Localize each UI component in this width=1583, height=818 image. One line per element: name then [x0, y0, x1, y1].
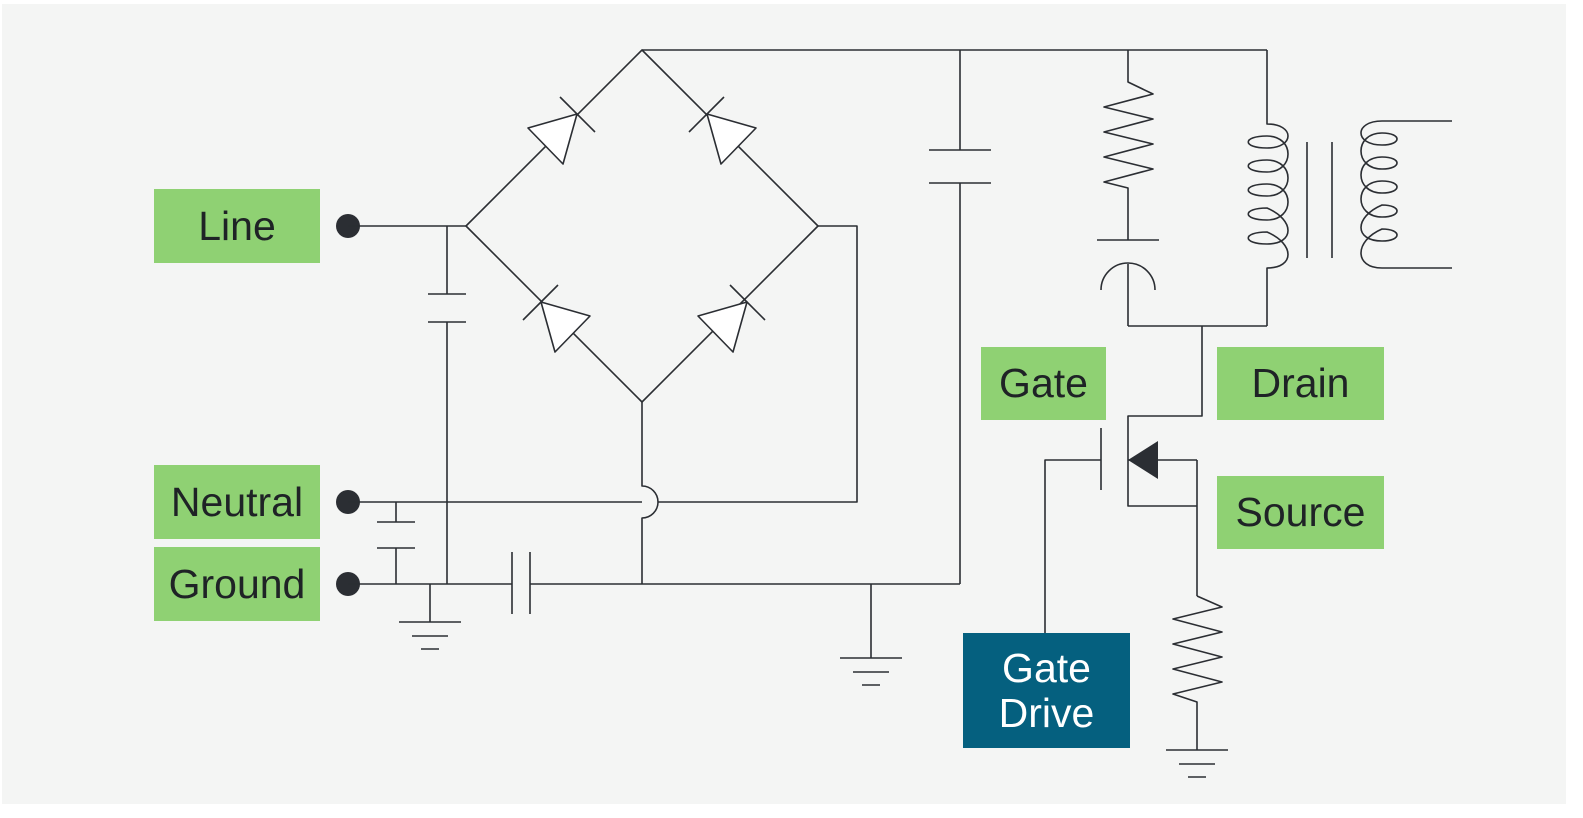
x-capacitor [428, 226, 466, 584]
ground-symbol-center [840, 584, 902, 686]
transformer-primary [1247, 50, 1289, 326]
bridge-diode-bottom-left [522, 284, 591, 353]
neutral-crossover-hop [641, 402, 659, 584]
bulk-capacitor [929, 50, 991, 584]
gate-label-text: Gate [999, 360, 1088, 407]
drain-label-text: Drain [1251, 360, 1350, 407]
source-label: Source [1217, 476, 1384, 549]
bridge-rectifier [465, 49, 819, 403]
ground-label-text: Ground [168, 560, 306, 607]
gate-drive-label: Gate Drive [963, 633, 1130, 748]
neutral-label-text: Neutral [170, 478, 304, 525]
drain-node-wire [1127, 325, 1267, 507]
mosfet-gate-lead [1044, 459, 1101, 634]
mosfet-body-arrow [1128, 441, 1158, 479]
drain-label: Drain [1217, 347, 1384, 420]
bridge-to-neutral-wire [658, 225, 858, 503]
gate-label: Gate [981, 347, 1106, 420]
bridge-diode-bottom-right [697, 284, 766, 353]
bridge-diode-top-right [688, 96, 757, 165]
neutral-label: Neutral [154, 465, 320, 539]
ground-rail-capacitor [511, 552, 531, 614]
bridge-diode-top-left [527, 96, 596, 165]
transformer-core [1306, 142, 1333, 258]
ground-symbol-right [1166, 749, 1228, 778]
snubber-capacitor [1097, 239, 1159, 326]
line-label-text: Line [198, 202, 276, 249]
ground-label: Ground [154, 547, 320, 621]
gate-drive-label-line2: Drive [998, 689, 1095, 736]
gate-drive-label-line1: Gate [1002, 645, 1091, 692]
transformer-secondary [1360, 120, 1452, 269]
mosfet [1044, 428, 1198, 634]
line-label: Line [154, 189, 320, 263]
transformer [1247, 50, 1452, 326]
source-label-text: Source [1235, 489, 1366, 536]
source-resistor [1172, 595, 1223, 750]
snubber-resistor [1103, 50, 1154, 240]
y-capacitor [377, 502, 415, 584]
ground-symbol-left [399, 584, 461, 650]
